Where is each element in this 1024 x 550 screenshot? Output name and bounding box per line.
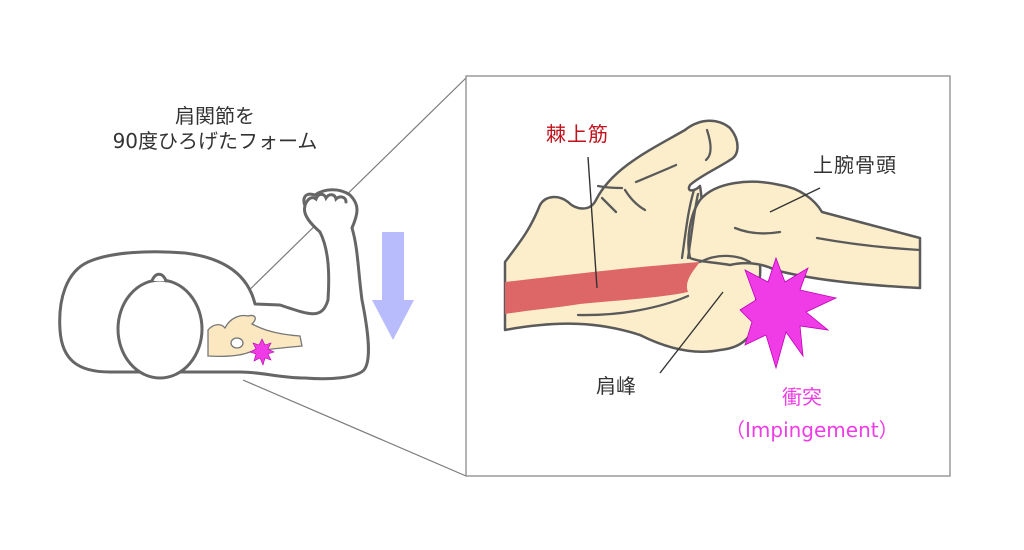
label-humeral-head: 上腕骨頭 — [813, 153, 897, 177]
examiner-hand — [207, 314, 303, 358]
label-acromion: 肩峰 — [596, 374, 636, 398]
callout-connector-lines — [235, 77, 467, 477]
person-figure — [58, 188, 370, 381]
supraspinatus-muscle — [505, 262, 700, 314]
impingement-burst-icon — [739, 256, 838, 370]
anatomy-illustration — [503, 119, 922, 374]
title-line-2: 90度ひろげたフォーム — [112, 129, 318, 153]
label-impingement-jp: 衝突 — [782, 385, 822, 409]
down-arrow-icon — [372, 232, 414, 340]
small-impact-burst-icon — [249, 338, 275, 366]
label-supraspinatus: 棘上筋 — [546, 122, 609, 146]
label-impingement-en: （Impingement） — [725, 418, 899, 442]
head — [116, 278, 204, 380]
fist — [303, 192, 348, 207]
diagram-title: 肩関節を 90度ひろげたフォーム — [100, 104, 330, 154]
title-line-1: 肩関節を — [175, 104, 255, 128]
